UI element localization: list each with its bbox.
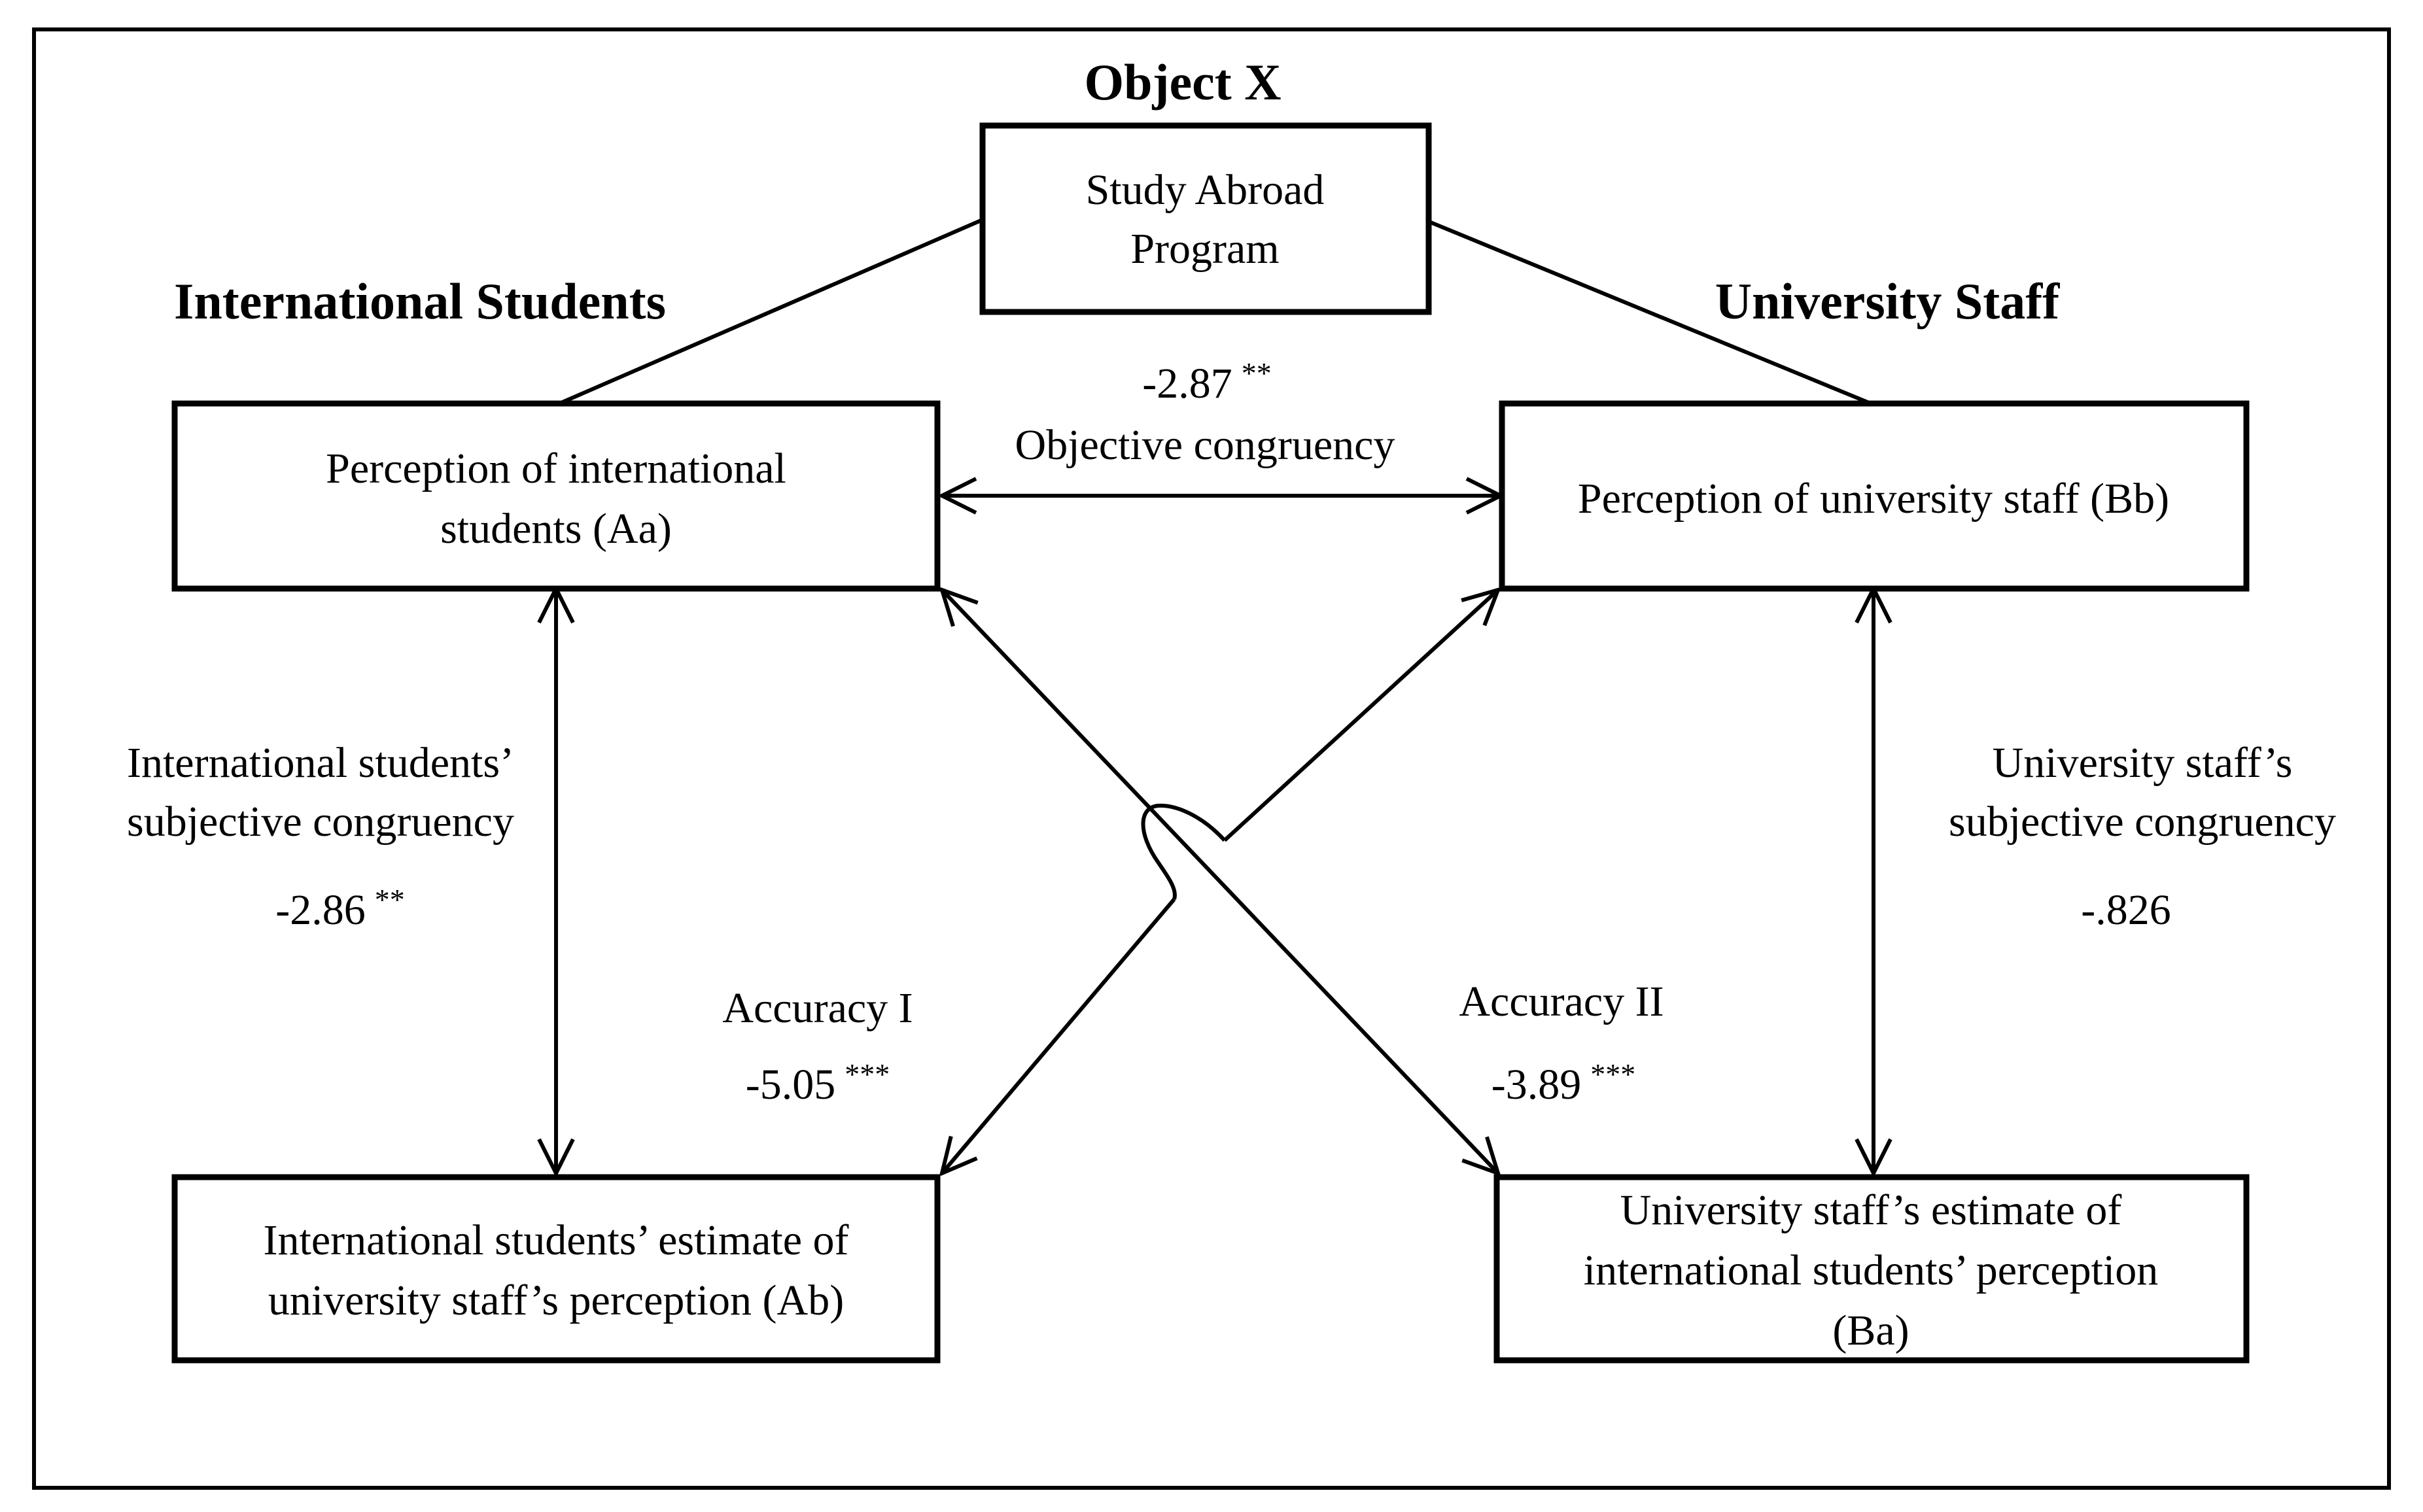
objective-congruency-label: Objective congruency	[1015, 421, 1395, 469]
ab-box-line2: university staff’s perception (Ab)	[268, 1277, 844, 1324]
students-subjective-line2: subjective congruency	[127, 798, 514, 846]
object-x-heading: Object X	[1084, 54, 1281, 111]
accuracy-1-value: -5.05***	[746, 1057, 890, 1108]
international-students-heading: International Students	[174, 273, 666, 330]
students-perception-box	[171, 400, 941, 592]
students-estimate-box	[171, 1174, 941, 1364]
staff-subjective-line2: subjective congruency	[1949, 798, 2336, 846]
accuracy-1-arrow-lower	[942, 898, 1176, 1173]
accuracy-1-label: Accuracy I	[722, 984, 913, 1032]
bb-box-line1: Perception of university staff (Bb)	[1578, 475, 2169, 523]
accuracy-2-value: -3.89***	[1491, 1057, 1635, 1108]
accuracy-1-bridge	[1141, 803, 1227, 900]
program-to-staff-line	[1429, 220, 1872, 405]
ba-box-line2: international students’ perception	[1584, 1246, 2159, 1294]
study-abroad-program-box	[979, 122, 1432, 315]
staff-subjective-value: -.826	[2081, 886, 2170, 934]
staff-perception-box	[1499, 400, 2250, 592]
program-box-line1: Study Abroad	[1086, 166, 1325, 214]
program-box-line2: Program	[1130, 225, 1279, 273]
students-subjective-value: -2.86**	[275, 883, 404, 934]
accuracy-2-arrow	[942, 590, 1498, 1173]
accuracy-1-arrow-upper	[1223, 590, 1498, 842]
staff-estimate-box	[1493, 1174, 2250, 1364]
university-staff-heading: University Staff	[1715, 273, 2060, 330]
students-subjective-line1: International students’	[127, 739, 514, 787]
aa-box-line1: Perception of international	[326, 445, 786, 492]
ba-box-line1: University staff’s estimate of	[1620, 1186, 2122, 1234]
outer-frame	[32, 27, 2391, 1490]
ab-box-line1: International students’ estimate of	[264, 1216, 849, 1264]
ba-box-line3: (Ba)	[1832, 1307, 1909, 1354]
program-to-students-line	[558, 218, 984, 405]
accuracy-2-label: Accuracy II	[1459, 978, 1664, 1025]
staff-subjective-line1: University staff’s	[1993, 739, 2293, 787]
objective-congruency-value: -2.87**	[1142, 356, 1271, 407]
aa-box-line2: students (Aa)	[440, 505, 672, 553]
